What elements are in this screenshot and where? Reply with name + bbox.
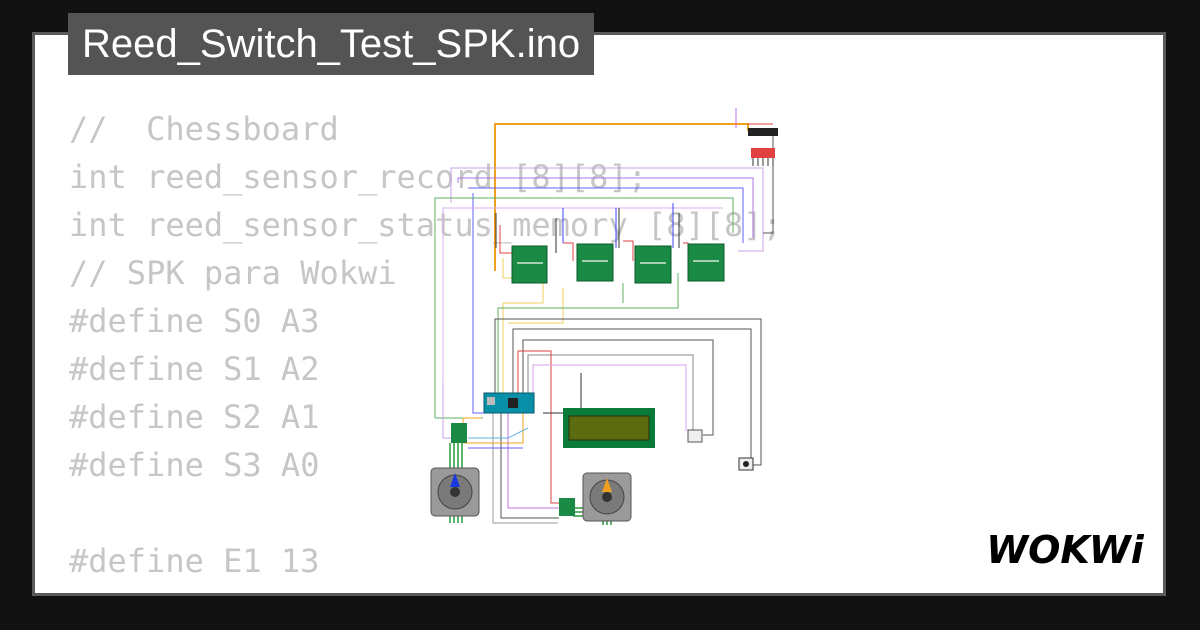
code-line: #define E1 13	[69, 542, 320, 580]
code-line: int reed_sensor_status_memory [8][8];	[69, 206, 782, 244]
title-badge: Reed_Switch_Test_SPK.ino	[68, 13, 595, 75]
code-line: int reed_sensor_record [8][8];	[69, 158, 647, 196]
code-preview: // Chessboard int reed_sensor_record [8][…	[69, 105, 782, 593]
code-line: #define S2 A1	[69, 398, 320, 436]
arduino-nano-icon	[483, 392, 535, 414]
push-button-icon	[687, 429, 703, 443]
code-line: // SPK para Wokwi	[69, 254, 397, 292]
code-line: // Chessboard	[69, 110, 339, 148]
lcd-display-icon	[563, 408, 655, 448]
driver-module-icon	[559, 498, 575, 516]
page-title: Reed_Switch_Test_SPK.ino	[82, 22, 581, 66]
brand-text: WOKWi	[986, 528, 1145, 572]
code-line: #define S3 A0	[69, 446, 320, 484]
wokwi-logo: WOKWi	[986, 528, 1145, 572]
stepper-motor-icon	[430, 467, 480, 517]
driver-module-icon	[451, 423, 467, 443]
code-line: #define S1 A2	[69, 350, 320, 388]
code-line: #define S0 A3	[69, 302, 320, 340]
preview-card: // Chessboard int reed_sensor_record [8][…	[32, 32, 1166, 596]
stepper-motor-icon	[582, 472, 632, 522]
code-line: #define E2 9	[69, 585, 782, 593]
circuit-diagram	[430, 108, 778, 525]
header-pins	[748, 128, 778, 166]
multiplexer-module-icon	[511, 243, 725, 284]
